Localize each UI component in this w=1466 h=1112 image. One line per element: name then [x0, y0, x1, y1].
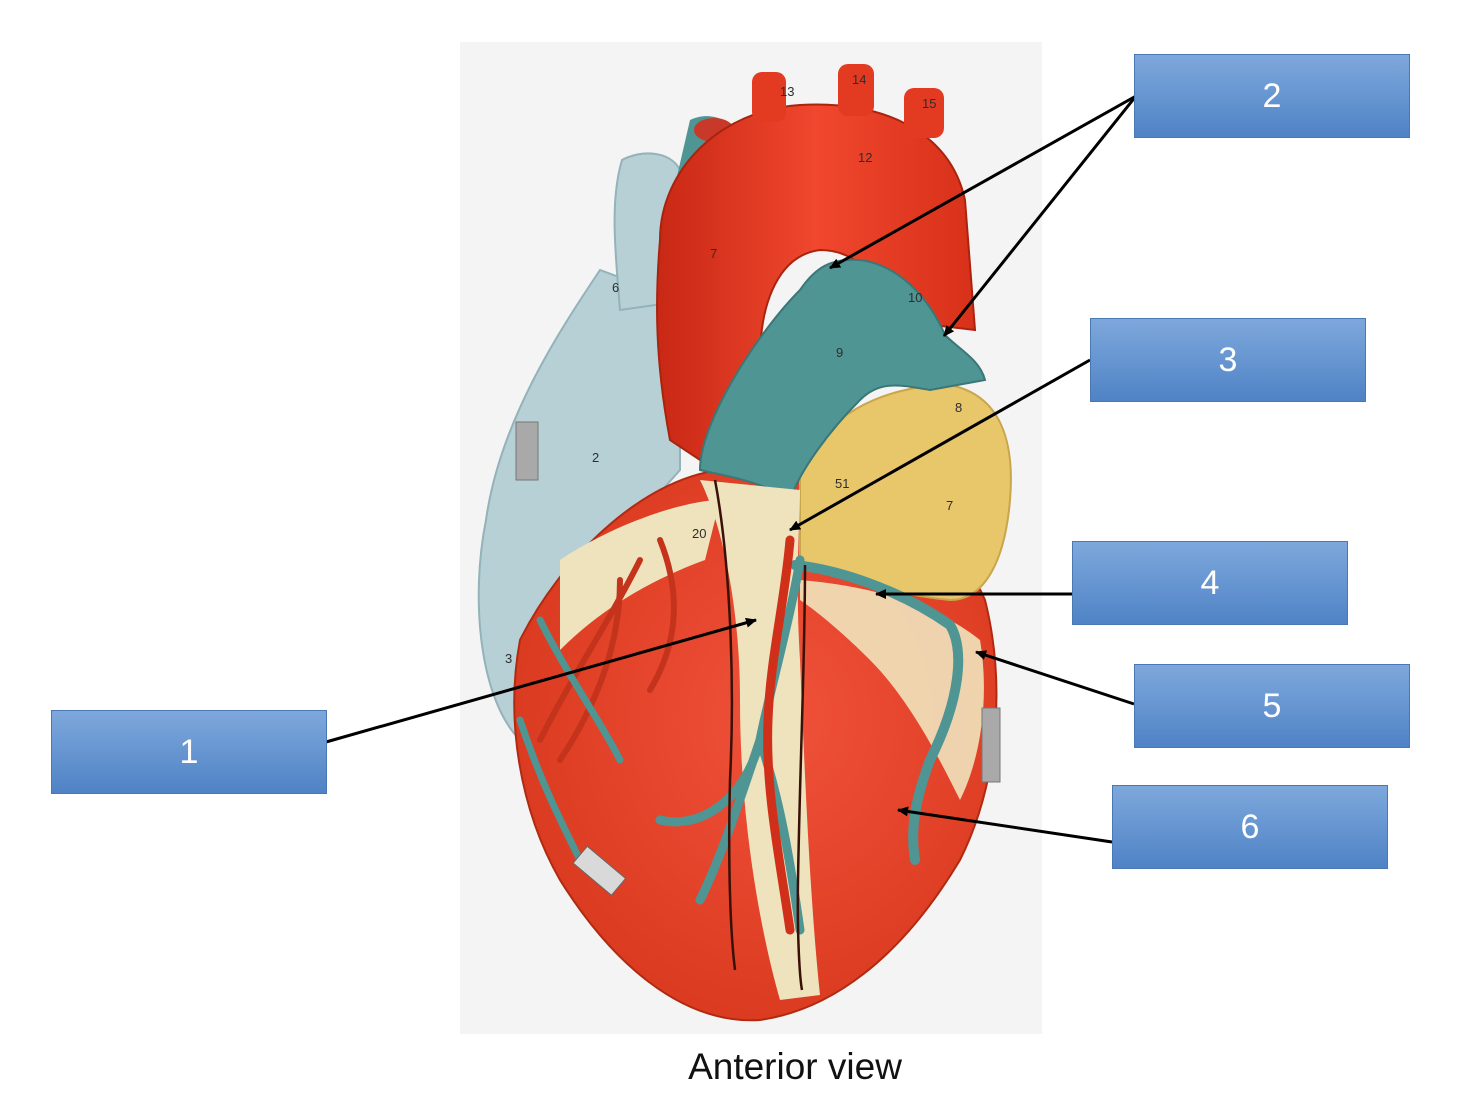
- model-number: 3: [505, 651, 512, 666]
- anterior-cardiac-vein: [516, 616, 624, 864]
- leader-line-2b: [942, 95, 1138, 337]
- right-marginal-vessels: [537, 537, 677, 763]
- groove-line-right: [713, 479, 737, 971]
- left-common-carotid: [838, 64, 874, 116]
- model-number: 7: [710, 246, 717, 261]
- model-number: 20: [692, 526, 706, 541]
- hinge-right: [981, 707, 1001, 783]
- label-box-5[interactable]: 5: [1134, 664, 1410, 748]
- model-number: 14: [852, 72, 866, 87]
- model-number: 10: [908, 290, 922, 305]
- pulmonary-trunk: [698, 258, 987, 502]
- hinge-lower-left: [572, 845, 627, 896]
- groove-line-left: [796, 564, 807, 991]
- label-box-6[interactable]: 6: [1112, 785, 1388, 869]
- model-number: 2: [592, 450, 599, 465]
- label-box-4[interactable]: 4: [1072, 541, 1348, 625]
- leader-line-1: [325, 617, 757, 744]
- label-box-3[interactable]: 3: [1090, 318, 1366, 402]
- anterior-interventricular-artery: [763, 535, 795, 935]
- model-number: 8: [955, 400, 962, 415]
- model-number: 6: [612, 280, 619, 295]
- label-box-1[interactable]: 1: [51, 710, 327, 794]
- model-number: 9: [836, 345, 843, 360]
- coronary-fat: [560, 500, 720, 650]
- model-number: 12: [858, 150, 872, 165]
- figure-caption: Anterior view: [688, 1046, 902, 1087]
- model-number: 15: [922, 96, 936, 111]
- hinge-upper-left: [515, 421, 539, 481]
- leader-line-5: [975, 650, 1135, 706]
- leader-line-6: [897, 806, 1113, 844]
- model-number: 13: [780, 84, 794, 99]
- great-cardiac-vein: [790, 560, 964, 865]
- label-box-2[interactable]: 2: [1134, 54, 1410, 138]
- model-number: 51: [835, 476, 849, 491]
- leader-line-3: [789, 358, 1091, 532]
- model-number: 7: [946, 498, 953, 513]
- left-subclavian: [904, 88, 944, 138]
- brachiocephalic-trunk: [752, 72, 786, 122]
- leader-line-2a: [829, 94, 1137, 270]
